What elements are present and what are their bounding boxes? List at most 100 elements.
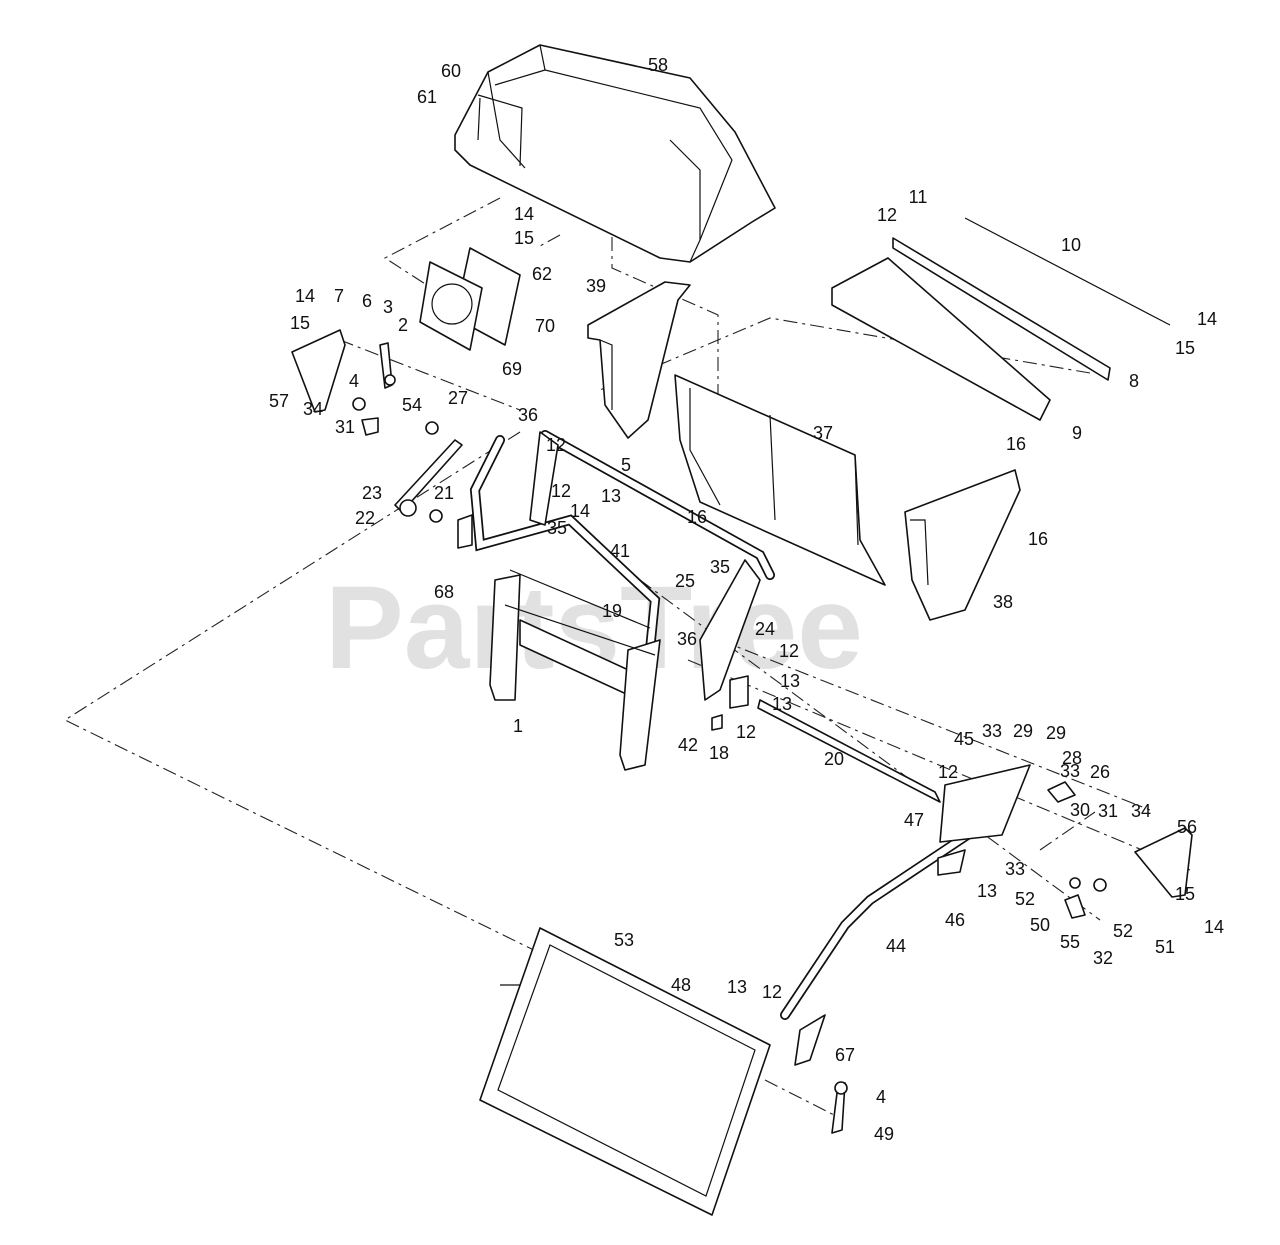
callout-36: 36 (677, 629, 697, 649)
callout-34: 34 (303, 399, 323, 419)
callout-15: 15 (290, 313, 310, 333)
callout-53: 53 (614, 930, 634, 950)
callout-3: 3 (383, 297, 393, 317)
callout-10: 10 (1061, 235, 1081, 255)
bottom-panel (479, 927, 771, 1216)
callout-16: 16 (1006, 434, 1026, 454)
callout-36: 36 (518, 405, 538, 425)
callout-9: 9 (1072, 423, 1082, 443)
callout-15: 15 (1175, 884, 1195, 904)
rear-bars (831, 217, 1171, 421)
callout-1: 1 (513, 716, 523, 736)
callout-12: 12 (762, 982, 782, 1002)
callout-27: 27 (448, 388, 468, 408)
bracket-left (291, 329, 346, 413)
callout-58: 58 (648, 55, 668, 75)
hood-cover (454, 44, 776, 263)
callout-69: 69 (502, 359, 522, 379)
main-frame (457, 430, 775, 771)
callout-15: 15 (1175, 338, 1195, 358)
callout-12: 12 (938, 762, 958, 782)
callout-4: 4 (876, 1087, 886, 1107)
callout-52: 52 (1113, 921, 1133, 941)
adapter-plate (419, 247, 521, 351)
callout-19: 19 (602, 601, 622, 621)
callout-46: 46 (945, 910, 965, 930)
left-hardware (352, 342, 463, 523)
callout-12: 12 (736, 722, 756, 742)
callout-7: 7 (334, 286, 344, 306)
callout-11: 11 (909, 187, 928, 207)
callout-41: 41 (610, 541, 630, 561)
callout-12: 12 (546, 435, 566, 455)
callout-24: 24 (755, 619, 775, 639)
callout-13: 13 (601, 486, 621, 506)
callout-56: 56 (1177, 817, 1197, 837)
callout-60: 60 (441, 61, 461, 81)
callout-26: 26 (1090, 762, 1110, 782)
callout-48: 48 (671, 975, 691, 995)
callout-33: 33 (1005, 859, 1025, 879)
callout-39: 39 (586, 276, 606, 296)
callout-37: 37 (813, 423, 833, 443)
callout-14: 14 (1197, 309, 1217, 329)
callout-62: 62 (532, 264, 552, 284)
callout-33: 33 (1060, 761, 1080, 781)
callout-8: 8 (1129, 371, 1139, 391)
callout-2: 2 (398, 315, 408, 335)
callout-12: 12 (551, 481, 571, 501)
callout-31: 31 (1098, 801, 1118, 821)
callout-14: 14 (570, 501, 590, 521)
callout-6: 6 (362, 291, 372, 311)
axle-rod (757, 699, 941, 803)
back-panel (674, 374, 886, 586)
callout-35: 35 (547, 518, 567, 538)
callout-68: 68 (434, 582, 454, 602)
callout-5: 5 (621, 455, 631, 475)
callout-35: 35 (710, 557, 730, 577)
callout-16: 16 (687, 507, 707, 527)
callout-22: 22 (355, 508, 375, 528)
callout-54: 54 (402, 395, 422, 415)
callout-18: 18 (709, 743, 729, 763)
callout-16: 16 (1028, 529, 1048, 549)
callout-29: 29 (1046, 723, 1066, 743)
callout-55: 55 (1060, 932, 1080, 952)
callout-32: 32 (1093, 948, 1113, 968)
callout-29: 29 (1013, 721, 1033, 741)
callout-44: 44 (886, 936, 906, 956)
callout-20: 20 (824, 749, 844, 769)
callout-61: 61 (417, 87, 437, 107)
callout-13: 13 (977, 881, 997, 901)
callout-21: 21 (434, 483, 454, 503)
callout-25: 25 (675, 571, 695, 591)
callout-15: 15 (514, 228, 534, 248)
callout-34: 34 (1131, 801, 1151, 821)
callout-13: 13 (727, 977, 747, 997)
callout-13: 13 (772, 694, 792, 714)
callout-45: 45 (954, 729, 974, 749)
callout-4: 4 (349, 371, 359, 391)
callout-23: 23 (362, 483, 382, 503)
callout-31: 31 (335, 417, 355, 437)
callout-42: 42 (678, 735, 698, 755)
callout-67: 67 (835, 1045, 855, 1065)
callout-28: 28 (1062, 748, 1082, 768)
callout-51: 51 (1155, 937, 1175, 957)
callout-14: 14 (1204, 917, 1224, 937)
side-panel-left (587, 281, 691, 439)
callout-47: 47 (904, 810, 924, 830)
callout-13: 13 (780, 671, 800, 691)
callout-38: 38 (993, 592, 1013, 612)
callout-12: 12 (779, 641, 799, 661)
callout-57: 57 (269, 391, 289, 411)
lever-bottom (831, 1081, 848, 1134)
side-panel-right (904, 469, 1021, 621)
callout-14: 14 (295, 286, 315, 306)
callout-12: 12 (877, 205, 897, 225)
bracket-right (1134, 827, 1193, 898)
right-hardware (1047, 781, 1107, 919)
